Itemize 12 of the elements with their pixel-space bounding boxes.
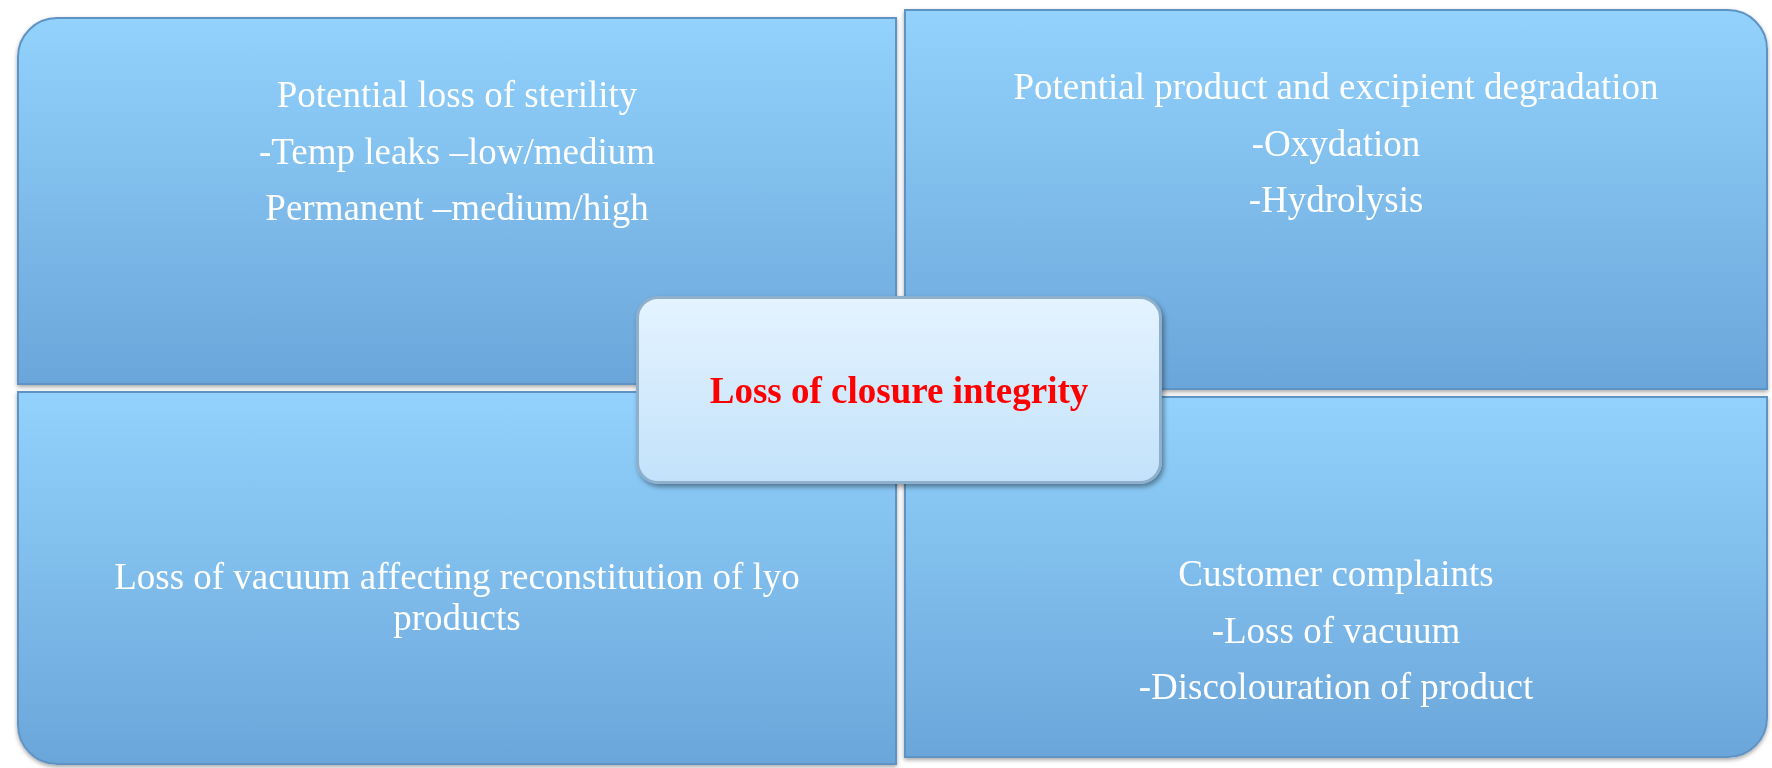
panel-text: Loss of vacuum affecting reconstitution of lyo products — [113, 555, 801, 640]
panel-text: -Discolouration of product — [1138, 665, 1534, 710]
panel-text: Customer complaints — [1178, 551, 1494, 596]
panel-text: -Hydrolysis — [1248, 178, 1424, 223]
title-text: Loss of closure integrity — [709, 368, 1089, 412]
panel-text: -Oxydation — [1251, 121, 1421, 166]
panel-text: -Temp leaks –low/medium — [258, 129, 656, 174]
panel-text: -Loss of vacuum — [1211, 608, 1461, 653]
center-box — [636, 296, 1162, 484]
panel-text: Potential loss of sterility — [276, 73, 638, 117]
panel-text: Permanent –medium/high — [265, 186, 649, 231]
panel-text: Potential product and excipient degradation — [1013, 65, 1659, 109]
